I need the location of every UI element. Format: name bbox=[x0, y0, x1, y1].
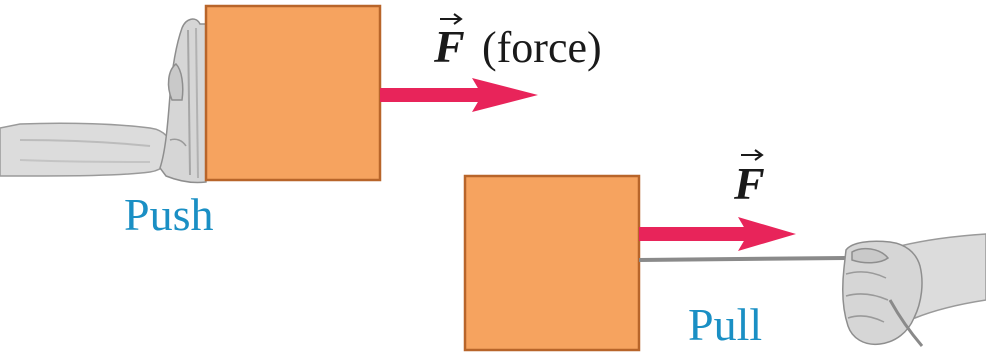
push-block bbox=[204, 4, 382, 182]
pull-force-arrow bbox=[639, 217, 796, 251]
pull-scene: F Pull bbox=[463, 149, 986, 352]
pull-force-symbol: F bbox=[733, 158, 765, 209]
pull-block bbox=[463, 174, 641, 352]
push-scene: F (force) Push bbox=[0, 4, 602, 240]
push-force-symbol: F bbox=[433, 21, 465, 72]
push-force-text: (force) bbox=[482, 23, 602, 72]
push-force-arrow bbox=[380, 78, 538, 112]
push-force-label: F (force) bbox=[433, 13, 602, 72]
pull-rope bbox=[638, 256, 847, 262]
hand-palm-icon bbox=[0, 18, 207, 184]
vector-arrow-icon bbox=[741, 149, 764, 161]
pull-force-label: F bbox=[733, 149, 765, 209]
vector-arrow-icon bbox=[440, 13, 463, 25]
pull-caption: Pull bbox=[688, 299, 762, 350]
push-caption: Push bbox=[124, 189, 213, 240]
hand-grip-icon bbox=[842, 233, 986, 347]
